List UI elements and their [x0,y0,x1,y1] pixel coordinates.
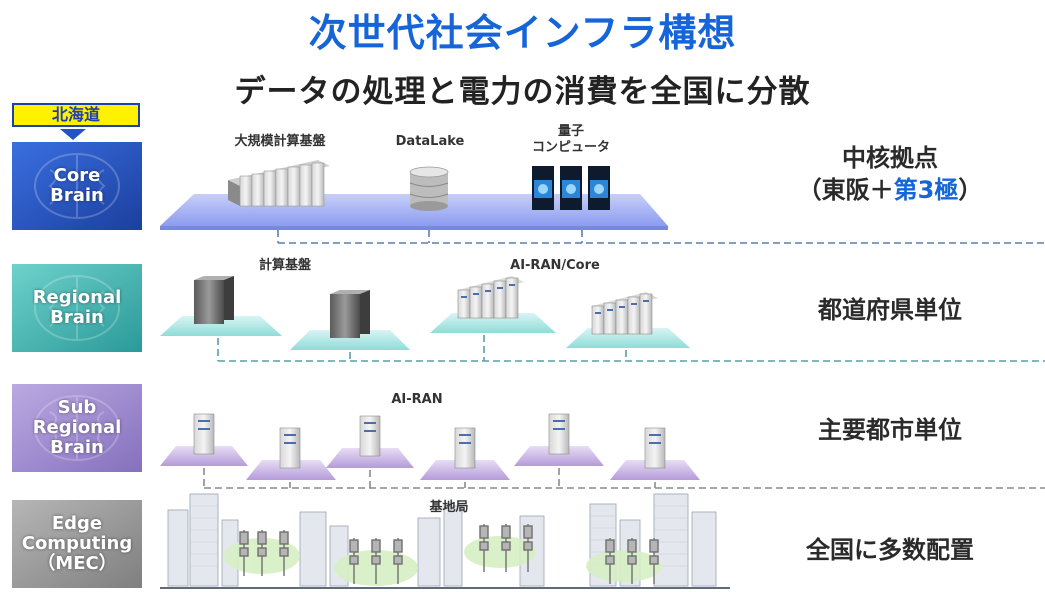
sub-regional-brain-badge: Sub Regional Brain [32,397,122,458]
server-cluster-icon [591,292,658,335]
cell-tower-icon [239,524,659,584]
tier-badge-regional [12,264,142,352]
page-subtitle: データの処理と電力の消費を全国に分散 [234,74,811,110]
tier-badge-core [12,142,142,230]
compute-base-label: 計算基盤 [258,258,311,273]
sub-regional-platforms [160,446,700,480]
core-tier-line2-prefix: （東阪＋ [797,176,894,204]
edge-computing-badge: Edge Computing （MEC） [21,513,133,574]
server-cluster-icon [644,427,666,469]
ai-ran-core-label: AI-RAN/Core [510,258,600,273]
quantum-computer-icon [532,166,610,210]
core-tier-line2: （東阪＋第3極） [770,174,1010,206]
hokkaido-arrow-icon [60,129,86,140]
city-skyline-icon [167,493,717,587]
server-tower-icons [193,413,666,469]
supercomputer-icon [228,160,330,207]
ai-ran-label: AI-RAN [391,392,443,407]
core-tier-description: 中核拠点 （東阪＋第3極） [770,142,1010,206]
server-cluster-icon [359,415,381,457]
large-scale-compute-label: 大規模計算基盤 [234,134,326,149]
core-tier-line2-suffix: ） [958,176,983,204]
hokkaido-label: 北海道 [12,103,140,127]
server-rack-icon [330,290,370,338]
edge-tier-description: 全国に多数配置 [806,536,974,564]
core-connector-lines [277,230,1045,244]
brain-icon [34,395,120,461]
brain-icon [34,275,120,341]
quantum-computer-label: 量子 コンピュータ [531,124,610,155]
sub-regional-tier-description: 主要都市単位 [818,416,962,444]
tier-badge-sub-regional [12,384,142,472]
base-station-label: 基地局 [429,500,469,515]
server-cluster-icon [548,413,570,455]
core-tier-line1: 中核拠点 [842,144,938,172]
regional-brain-badge: Regional Brain [32,287,122,328]
sub-regional-connector-lines [203,468,1045,489]
tier-badge-edge [12,500,142,588]
page-title: 次世代社会インフラ構想 [308,11,737,55]
server-cluster-icon [279,427,301,469]
server-cluster-icon [457,276,524,319]
server-rack-icon [194,276,234,324]
brain-icon [34,153,120,219]
regional-tier-description: 都道府県単位 [818,296,962,324]
database-icon [409,166,449,211]
server-cluster-icon [193,413,215,455]
server-cluster-icon [454,427,476,469]
regional-connector-lines [217,335,1045,362]
core-brain-badge: Core Brain [50,165,104,206]
city-skyline-windows [190,505,688,567]
datalake-label: DataLake [395,134,465,149]
third-pole-label: 第3極 [893,176,959,204]
